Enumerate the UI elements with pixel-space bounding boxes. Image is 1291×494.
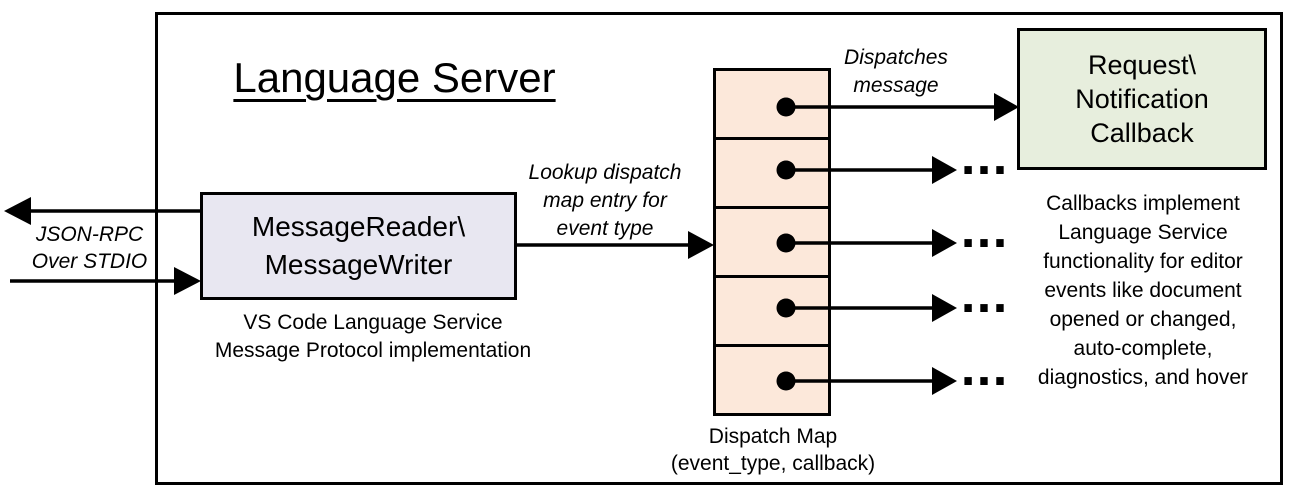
dispatches-message-label: Dispatches message [844,46,948,97]
dispatch-map-cell [713,206,831,278]
lookup-dispatch-label: Lookup dispatch map entry for event type [528,161,682,240]
dispatch-map-cell [713,137,831,209]
dispatch-map-cell [713,344,831,416]
message-reader-writer-box: MessageReader\ MessageWriter [200,192,517,300]
json-rpc-stdio-label: JSON-RPC Over STDIO [31,223,148,273]
message-box-caption: VS Code Language Service Message Protoco… [214,311,532,362]
callbacks-note: Callbacks implement Language Service fun… [1037,192,1249,389]
message-reader-writer-label: MessageReader\ MessageWriter [251,211,466,280]
request-notification-callback-box: Request\ Notification Callback [1017,28,1267,170]
dispatch-map-caption: Dispatch Map (event_type, callback) [670,425,876,475]
dispatch-map-cell [713,275,831,347]
dispatch-map-box [713,68,831,416]
request-notification-callback-label: Request\ Notification Callback [1075,50,1209,148]
dispatch-map-cell [713,68,831,140]
diagram-title: Language Server [233,54,556,101]
